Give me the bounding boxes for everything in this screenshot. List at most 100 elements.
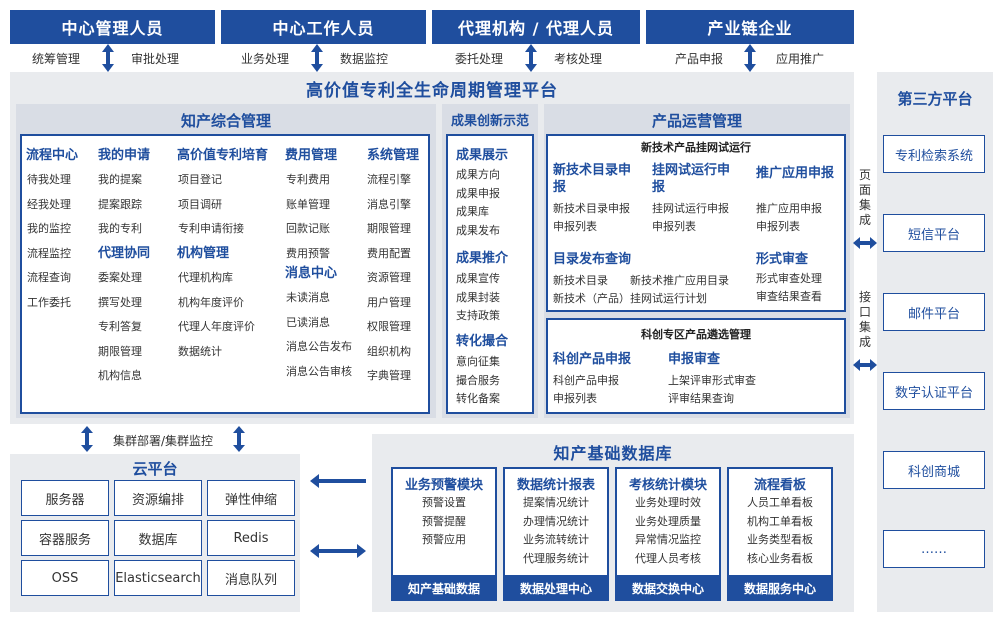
list-item[interactable]: 人员工单看板 (747, 496, 813, 509)
list-item[interactable]: 推广应用申报 (756, 202, 822, 215)
list-item[interactable]: 机构信息 (98, 369, 142, 382)
cloud-item[interactable]: 数据库 (114, 520, 202, 556)
list-item[interactable]: 项目登记 (178, 173, 222, 186)
list-item[interactable]: 预警提醒 (422, 514, 466, 528)
third-party-item[interactable]: 短信平台 (883, 214, 985, 252)
list-item[interactable]: 异常情况监控 (635, 533, 701, 546)
list-item[interactable]: 申报列表 (553, 392, 597, 405)
list-item[interactable]: 项目调研 (178, 197, 222, 211)
list-item[interactable]: 预警设置 (422, 496, 466, 509)
list-item[interactable]: 专利申请衔接 (178, 222, 244, 235)
list-item[interactable]: 代理人员考核 (635, 551, 701, 565)
list-item[interactable]: 成果方向 (456, 168, 500, 181)
list-item[interactable]: 成果发布 (456, 223, 500, 237)
list-item[interactable]: 提案情况统计 (523, 496, 589, 509)
list-item[interactable]: 意向征集 (456, 355, 500, 368)
cloud-item[interactable]: 消息队列 (207, 560, 295, 596)
cloud-item[interactable]: 弹性伸缩 (207, 480, 295, 516)
list-item[interactable]: 我的专利 (98, 222, 142, 235)
list-item[interactable]: 回款记账 (286, 222, 330, 235)
list-item[interactable]: 消息引擎 (367, 197, 411, 211)
list-item[interactable]: 业务类型看板 (747, 533, 813, 546)
list-item[interactable]: 字典管理 (367, 369, 411, 382)
list-item[interactable]: 核心业务看板 (747, 551, 813, 565)
list-item[interactable]: 成果封装 (456, 290, 500, 304)
list-item[interactable]: 撰写处理 (98, 295, 142, 309)
list-item[interactable]: 转化备案 (456, 392, 500, 405)
cloud-item[interactable]: Redis (207, 520, 295, 556)
list-item[interactable]: 费用预警 (286, 246, 330, 260)
col-heading: 流程中心 (26, 148, 79, 163)
list-item[interactable]: 代理人年度评价 (178, 320, 255, 333)
third-party-item[interactable]: 专利检索系统 (883, 135, 985, 173)
list-item[interactable]: 业务处理时效 (635, 496, 701, 509)
list-item[interactable]: 申报列表 (652, 220, 696, 233)
list-item[interactable]: 提案跟踪 (98, 197, 142, 211)
list-item[interactable]: 上架评审形式审查 (668, 374, 756, 387)
list-item[interactable]: 机构年度评价 (178, 295, 244, 309)
list-item[interactable]: 预警应用 (422, 533, 466, 546)
list-item[interactable]: 流程查询 (27, 271, 71, 284)
cloud-item[interactable]: OSS (21, 560, 109, 596)
third-party-item[interactable]: 邮件平台 (883, 293, 985, 331)
list-item[interactable]: 代理服务统计 (523, 551, 589, 565)
list-item[interactable]: 用户管理 (367, 295, 411, 309)
third-party-item[interactable]: 数字认证平台 (883, 372, 985, 410)
list-item[interactable]: 待我处理 (27, 173, 71, 186)
list-item[interactable]: 期限管理 (367, 222, 411, 235)
cloud-item[interactable]: Elasticsearch (114, 560, 202, 596)
col-list: 业务处理时效 业务处理质量 异常情况监控 代理人员考核 (615, 494, 721, 568)
list-item[interactable]: 工作委托 (27, 295, 71, 309)
list-item[interactable]: 委案处理 (98, 271, 142, 284)
col-heading: 形式审查 (756, 252, 809, 267)
list-item[interactable]: 新技术目录申报 (553, 202, 630, 215)
list-item[interactable]: 审查结果查看 (756, 290, 822, 303)
arrow-left-icon (310, 474, 366, 488)
list-item[interactable]: 支持政策 (456, 309, 500, 322)
third-party-item[interactable]: …… (883, 530, 985, 568)
cloud-item[interactable]: 资源编排 (114, 480, 202, 516)
cloud-item[interactable]: 服务器 (21, 480, 109, 516)
col-heading: 消息中心 (285, 266, 338, 281)
list-item[interactable]: 经我处理 (27, 197, 71, 211)
list-item[interactable]: 形式审查处理 (756, 272, 822, 285)
cloud-item[interactable]: 容器服务 (21, 520, 109, 556)
list-item[interactable]: 成果宣传 (456, 272, 500, 285)
list-item[interactable]: 权限管理 (367, 320, 411, 333)
list-item[interactable]: 撮合服务 (456, 373, 500, 387)
list-item[interactable]: 机构工单看板 (747, 514, 813, 528)
list-item[interactable]: 成果库 (456, 205, 489, 218)
list-item[interactable]: 业务处理质量 (635, 514, 701, 528)
list-item[interactable]: 业务流转统计 (523, 533, 589, 546)
list-item[interactable]: 资源管理 (367, 271, 411, 284)
list-item[interactable]: 未读消息 (286, 291, 330, 304)
third-party-item[interactable]: 科创商城 (883, 451, 985, 489)
list-item[interactable]: 评审结果查询 (668, 392, 734, 405)
list-item[interactable]: 流程引擎 (367, 173, 411, 186)
list-item[interactable]: 消息公告发布 (286, 340, 352, 353)
list-item[interactable]: 办理情况统计 (523, 514, 589, 528)
list-item[interactable]: 申报列表 (756, 220, 800, 233)
list-item[interactable]: 流程监控 (27, 246, 71, 260)
list-item[interactable]: 挂网试运行申报 (652, 202, 729, 215)
list-item[interactable]: 消息公告审核 (286, 364, 352, 378)
list-item[interactable]: 专利费用 (286, 173, 330, 186)
double-arrow-icon (311, 44, 323, 72)
list-item[interactable]: 新技术目录 (553, 274, 608, 287)
list-item[interactable]: 新技术（产品）挂网试运行计划 (553, 292, 707, 305)
list-item[interactable]: 费用配置 (367, 246, 411, 260)
list-item[interactable]: 科创产品申报 (553, 374, 619, 387)
list-item[interactable]: 数据统计 (178, 344, 222, 358)
list-item[interactable]: 账单管理 (286, 197, 330, 211)
list-item[interactable]: 申报列表 (553, 220, 597, 233)
list-item[interactable]: 期限管理 (98, 344, 142, 358)
list-item[interactable]: 成果申报 (456, 186, 500, 200)
col-heading: 成果推介 (456, 251, 509, 266)
list-item[interactable]: 已读消息 (286, 315, 330, 329)
list-item[interactable]: 新技术推广应用目录 (630, 274, 729, 287)
list-item[interactable]: 专利答复 (98, 320, 142, 333)
list-item[interactable]: 代理机构库 (178, 271, 233, 284)
list-item[interactable]: 我的提案 (98, 173, 142, 186)
list-item[interactable]: 组织机构 (367, 344, 411, 358)
list-item[interactable]: 我的监控 (27, 222, 71, 235)
